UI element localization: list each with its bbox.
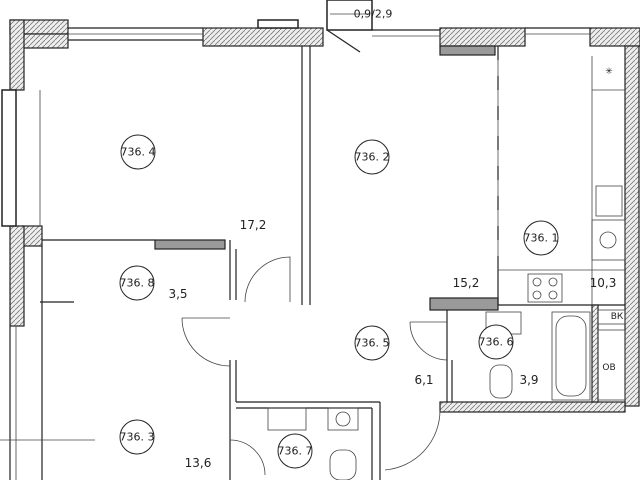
balcony-area-label: 0,9/2,9 (354, 8, 393, 21)
stove-icon (527, 273, 563, 303)
exterior-walls (9, 19, 640, 413)
washbasin-icon-2 (267, 407, 307, 431)
svg-text:736. 2: 736. 2 (355, 151, 390, 164)
room-area: 15,2 (453, 276, 480, 290)
room-tag: 736. 7 (277, 433, 313, 469)
windows (1, 19, 590, 480)
kitchen-fixtures: ✳ (497, 56, 626, 305)
toilet-icon (489, 364, 513, 399)
svg-text:736. 4: 736. 4 (121, 146, 156, 159)
svg-text:736. 6: 736. 6 (479, 336, 514, 349)
ov-shaft-label: ОВ (602, 363, 615, 373)
svg-text:736. 3: 736. 3 (120, 431, 155, 444)
vk-shaft-label: ВК (611, 312, 624, 322)
vent-icon: ✳ (605, 67, 613, 77)
toilet-icon-2 (329, 449, 357, 480)
room-area: 17,2 (240, 218, 267, 232)
balcony: 0,9/2,9 (326, 0, 393, 53)
room-tag: 736. 5 (354, 325, 390, 361)
washer-icon (327, 407, 359, 431)
room-area: 3,9 (519, 373, 538, 387)
sink-icon (595, 185, 623, 217)
room-tag: 736. 6 (478, 324, 514, 360)
room-tag: 736. 3 (119, 419, 155, 455)
dishwasher-icon (591, 219, 626, 261)
svg-text:736. 5: 736. 5 (355, 337, 390, 350)
room-area: 6,1 (414, 373, 433, 387)
room-tag: 736. 1 (523, 220, 559, 256)
svg-text:736. 7: 736. 7 (278, 445, 313, 458)
room-tag: 736. 2 (354, 139, 390, 175)
room-area: 3,5 (168, 287, 187, 301)
room-tag: 736. 8 (119, 265, 155, 301)
room-tag: 736. 4 (120, 134, 156, 170)
interior-walls (0, 46, 625, 480)
room-area: 10,3 (590, 276, 617, 290)
bathroom-fixtures: ВК ОВ (267, 309, 626, 480)
svg-text:736. 8: 736. 8 (120, 277, 155, 290)
door-swings (181, 256, 448, 476)
bathtub-icon (551, 311, 591, 401)
room-area: 13,6 (185, 456, 212, 470)
svg-text:736. 1: 736. 1 (524, 232, 559, 245)
